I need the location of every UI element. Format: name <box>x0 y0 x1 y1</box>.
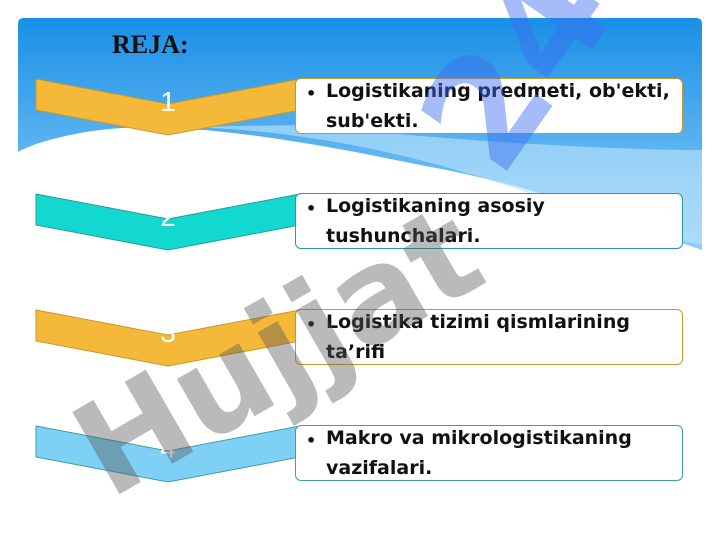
plan-item-text: Logistika tizimi qismlarining ta’rifi <box>326 311 630 363</box>
item-number: 1 <box>160 86 176 117</box>
item-number: 4 <box>160 433 176 464</box>
chevron-number-3: 3 <box>35 309 301 367</box>
bullet-icon: • <box>306 315 317 334</box>
bullet-icon: • <box>306 199 317 218</box>
bullet-icon: • <box>306 431 317 450</box>
plan-item-text: Logistikaning predmeti, ob'ekti, sub'ekt… <box>326 80 670 132</box>
bullet-icon: • <box>306 84 317 103</box>
plan-item-text: Logistikaning asosiy tushunchalari. <box>326 195 545 247</box>
plan-item-box: • Logistikaning predmeti, ob'ekti, sub'ek… <box>295 78 683 134</box>
item-number: 3 <box>160 317 176 348</box>
chevron-number-4: 4 <box>35 425 301 483</box>
slide-title: REJA: <box>112 30 189 59</box>
plan-item-box: • Logistikaning asosiy tushunchalari. <box>295 193 683 249</box>
chevron-number-2: 2 <box>35 193 301 251</box>
plan-item-text: Makro va mikrologistikaning vazifalari. <box>326 427 632 479</box>
chevron-number-1: 1 <box>35 78 301 136</box>
plan-item-box: • Makro va mikrologistikaning vazifalari. <box>295 425 683 481</box>
plan-item-box: • Logistika tizimi qismlarining ta’rifi <box>295 309 683 365</box>
item-number: 2 <box>160 201 176 232</box>
